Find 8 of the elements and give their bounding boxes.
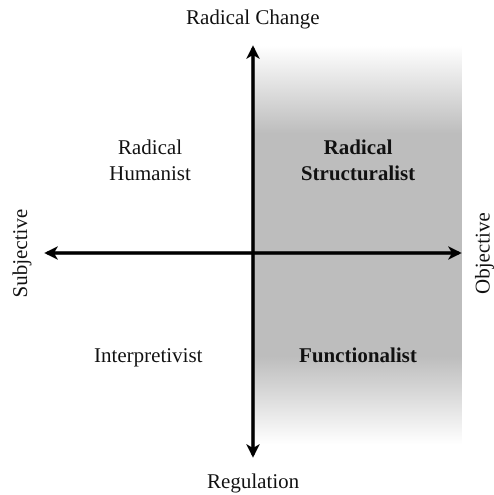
axis-label: Radical Change <box>186 4 320 30</box>
axis-label: Regulation <box>207 468 300 494</box>
quadrant-label: Interpretivist <box>94 342 202 368</box>
quadrant-label: Radical Humanist <box>108 134 192 186</box>
axis-label: Subjective <box>6 208 33 298</box>
axis-label: Objective <box>470 212 494 294</box>
quadrant-label: Radical Structuralist <box>300 134 416 186</box>
quadrant-label: Functionalist <box>299 342 417 368</box>
